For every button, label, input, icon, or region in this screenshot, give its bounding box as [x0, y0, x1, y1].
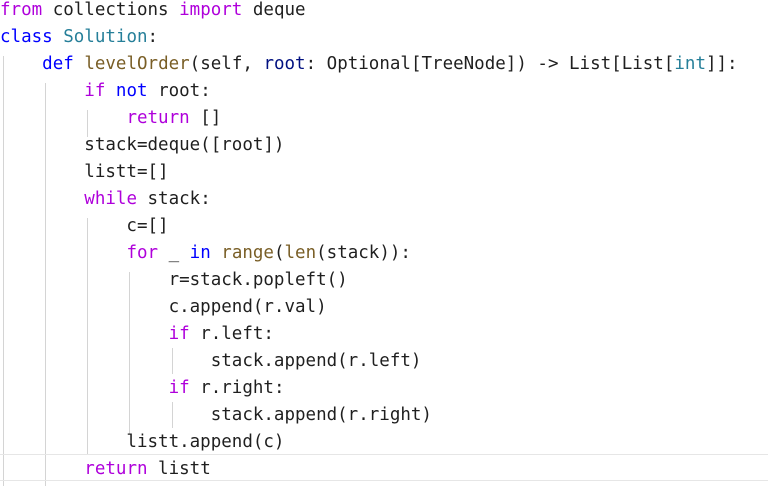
builtin-len: len	[284, 243, 317, 263]
class-name: Solution	[63, 27, 148, 47]
keyword-from: from	[0, 0, 43, 20]
code-line-8[interactable]: while stack:	[0, 187, 211, 214]
current-line-highlight	[0, 454, 768, 481]
code-line-12[interactable]: c.append(r.val)	[0, 297, 327, 317]
code-line-9[interactable]: c=[]	[0, 216, 169, 236]
condition: stack:	[136, 189, 211, 209]
code-line-11[interactable]: r=stack.popleft()	[0, 270, 348, 290]
code-line-1[interactable]: from collections import deque	[0, 0, 306, 25]
keyword-not: not	[115, 81, 148, 101]
code-line-5[interactable]: return []	[0, 106, 221, 133]
indent	[0, 189, 84, 209]
signature-close: ]]:	[705, 54, 738, 74]
indent	[0, 108, 126, 128]
parameter-root: root	[263, 54, 306, 74]
return-value: listt	[147, 459, 211, 479]
indent	[0, 459, 84, 479]
indent-guide	[129, 272, 130, 434]
code-line-17[interactable]: listt.append(c)	[0, 432, 285, 452]
loop-var: _	[158, 243, 190, 263]
indent-guide	[45, 83, 46, 486]
keyword-if: if	[168, 324, 190, 344]
signature-open: (self,	[189, 54, 264, 74]
indent	[0, 378, 169, 398]
return-value: []	[189, 108, 222, 128]
code-line-3[interactable]: def levelOrder(self, root: Optional[Tree…	[0, 52, 738, 79]
indent-guide	[172, 348, 173, 374]
code-line-7[interactable]: listt=[]	[0, 162, 169, 182]
code-line-16[interactable]: stack.append(r.right)	[0, 405, 432, 425]
import-name: deque	[242, 0, 306, 20]
type-treenode: TreeNode	[421, 54, 506, 74]
code-line-18[interactable]: return listt	[0, 457, 211, 484]
keyword-import: import	[179, 0, 243, 20]
space	[53, 27, 64, 47]
condition: root:	[147, 81, 211, 101]
condition: r.left:	[189, 324, 274, 344]
keyword-if: if	[84, 81, 106, 101]
indent-guide	[87, 110, 88, 137]
indent-guide	[3, 56, 4, 486]
call-args: (stack)):	[316, 243, 411, 263]
keyword-if: if	[168, 378, 190, 398]
condition: r.right:	[189, 378, 285, 398]
keyword-while: while	[84, 189, 137, 209]
keyword-in: in	[189, 243, 211, 263]
keyword-return: return	[126, 108, 190, 128]
builtin-range: range	[221, 243, 274, 263]
space	[105, 81, 116, 101]
code-line-6[interactable]: stack=deque([root])	[0, 135, 285, 155]
signature-part: : Optional[	[305, 54, 422, 74]
code-line-14[interactable]: stack.append(r.left)	[0, 351, 422, 371]
indent	[0, 324, 169, 344]
indent	[0, 81, 84, 101]
paren: (	[273, 243, 285, 263]
keyword-for: for	[126, 243, 159, 263]
keyword-return: return	[84, 459, 148, 479]
function-name: levelOrder	[84, 54, 190, 74]
keyword-def: def	[42, 54, 74, 74]
colon: :	[147, 27, 159, 47]
code-line-15[interactable]: if r.right:	[0, 376, 285, 403]
type-int: int	[674, 54, 706, 74]
indent-guide	[87, 218, 88, 454]
code-line-10[interactable]: for _ in range(len(stack)):	[0, 241, 411, 268]
code-line-2[interactable]: class Solution:	[0, 25, 158, 52]
module-name: collections	[42, 0, 180, 20]
space	[74, 54, 85, 74]
indent	[0, 243, 126, 263]
signature-part: ]) -> List[List[	[505, 54, 675, 74]
code-line-13[interactable]: if r.left:	[0, 322, 274, 349]
indent-guide	[172, 402, 173, 428]
indent	[0, 54, 42, 74]
space	[211, 243, 222, 263]
code-line-4[interactable]: if not root:	[0, 79, 211, 106]
keyword-class: class	[0, 27, 53, 47]
